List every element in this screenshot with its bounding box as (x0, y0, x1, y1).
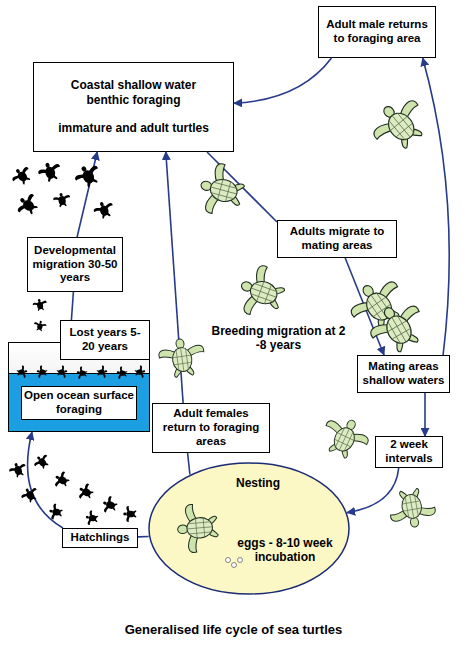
annotation-label: Breeding migration at 2 -8 years (206, 324, 351, 353)
adult-turtle (363, 295, 432, 361)
hatchling-silhouette (123, 506, 136, 522)
hatchling-silhouette (19, 485, 41, 506)
adult-turtle (195, 160, 249, 220)
arrow-connector (166, 152, 183, 403)
adult-turtle (317, 411, 374, 464)
hatchling-silhouette (32, 452, 53, 472)
turtle-silhouette (13, 190, 42, 219)
adult-turtle (343, 271, 413, 338)
arrow-connector (138, 536, 149, 538)
turtle-silhouette (9, 163, 35, 188)
arrow-connector (207, 152, 277, 222)
turtle-silhouette (52, 191, 71, 208)
stage-box: Lost years 5-20 years (60, 320, 150, 360)
turtle-silhouette (92, 199, 116, 221)
hatchling-silhouette (48, 503, 64, 521)
turtle-silhouette (32, 298, 48, 312)
node-text: eggs - 8-10 week incubation (226, 536, 344, 565)
adult-turtle (365, 90, 435, 159)
hatchling-silhouette (76, 481, 97, 503)
node-text: Mating areas shallow waters (361, 360, 446, 388)
node-text: Lost years 5-20 years (64, 326, 146, 354)
habitat-box: Coastal shallow water benthic foraging im… (33, 62, 234, 152)
arrow-connector (188, 453, 190, 475)
node-text: Hatchlings (71, 531, 130, 545)
arrow-connector (77, 152, 97, 237)
info-box: Adult females return to foraging areas (152, 403, 270, 453)
node-text: Developmental migration 30-50 years (31, 244, 119, 285)
node-text: Adults migrate to mating areas (281, 225, 393, 253)
arrow-connector (234, 58, 332, 103)
turtle-silhouette (33, 320, 47, 332)
node-text: Adult females return to foraging areas (156, 407, 266, 448)
arrow-connector (423, 58, 450, 355)
arrow-connector (345, 258, 384, 355)
interval-box: 2 week intervals (375, 436, 443, 468)
hatchling-silhouette (100, 495, 119, 516)
node-text: Nesting (208, 476, 308, 490)
turtle-silhouette (72, 160, 105, 191)
node-text: Open ocean surface foraging (21, 386, 137, 420)
arrow-connector (71, 292, 73, 320)
stage-box: Hatchlings (62, 528, 138, 548)
arrow-connector (424, 393, 426, 436)
adult-turtle (233, 261, 290, 323)
arrow-connector (28, 432, 63, 528)
ellipse-shape (149, 463, 349, 594)
habitat-box: Mating areas shallow waters (357, 355, 450, 393)
nesting-ellipse: Nesting eggs - 8-10 week incubation (148, 462, 350, 595)
node-text: immature and adult turtles (58, 121, 209, 135)
node-text: Coastal shallow water benthic foraging (59, 78, 209, 107)
adult-turtle (157, 336, 207, 380)
stage-box: Developmental migration 30-50 years (27, 237, 123, 292)
node-text: 2 week intervals (379, 438, 439, 466)
hatchling-silhouette (85, 510, 100, 527)
arrow-connector (347, 468, 399, 513)
info-box: Adult male returns to foraging area (318, 6, 436, 58)
adult-turtle (387, 486, 438, 531)
hatchling-silhouette (8, 460, 29, 479)
node-text: Adult male returns to foraging area (322, 18, 432, 46)
figure-caption: Generalised life cycle of sea turtles (0, 622, 467, 638)
hatchling-silhouette (52, 469, 73, 491)
turtle-silhouette (36, 159, 64, 184)
info-box: Adults migrate to mating areas (277, 220, 397, 258)
